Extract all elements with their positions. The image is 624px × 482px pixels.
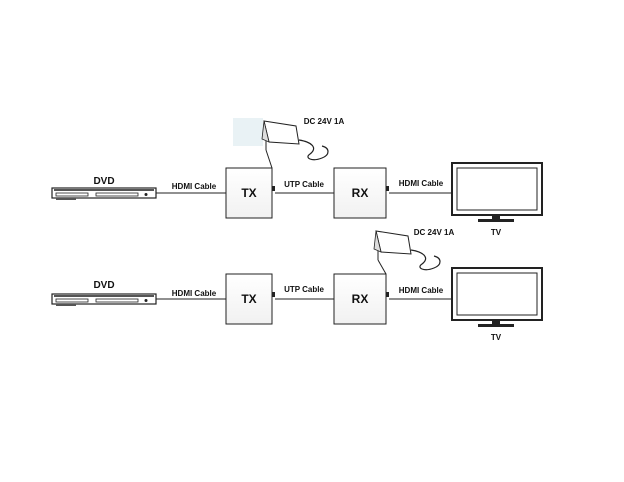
- tx-port: [272, 186, 275, 191]
- rx-port: [386, 292, 389, 297]
- tv-label: TV: [491, 333, 502, 342]
- tv-monitor: [452, 163, 542, 222]
- power-adapter: [374, 231, 440, 274]
- tx-port: [272, 292, 275, 297]
- diagram-row-1: DVD HDMI Cable TX DC 24V 1A UTP Cable RX…: [52, 117, 542, 237]
- rx-label: RX: [352, 186, 369, 200]
- utp-cable-label: UTP Cable: [284, 285, 324, 294]
- dvd-player: [52, 294, 156, 306]
- tx-label: TX: [241, 186, 256, 200]
- hdmi-cable-label: HDMI Cable: [172, 182, 217, 191]
- power-label: DC 24V 1A: [304, 117, 345, 126]
- hdmi-cable-label: HDMI Cable: [399, 179, 444, 188]
- rx-port: [386, 186, 389, 191]
- tv-monitor: [452, 268, 542, 327]
- tx-label: TX: [241, 292, 256, 306]
- diagram-row-2: DVD HDMI Cable TX UTP Cable RX DC 24V 1A…: [52, 228, 542, 342]
- tv-label: TV: [491, 228, 502, 237]
- rx-label: RX: [352, 292, 369, 306]
- dvd-label: DVD: [93, 176, 114, 187]
- dvd-player: [52, 188, 156, 200]
- dvd-label: DVD: [93, 280, 114, 291]
- hdmi-cable-label: HDMI Cable: [172, 289, 217, 298]
- power-label: DC 24V 1A: [414, 228, 455, 237]
- utp-cable-label: UTP Cable: [284, 180, 324, 189]
- hdmi-cable-label: HDMI Cable: [399, 286, 444, 295]
